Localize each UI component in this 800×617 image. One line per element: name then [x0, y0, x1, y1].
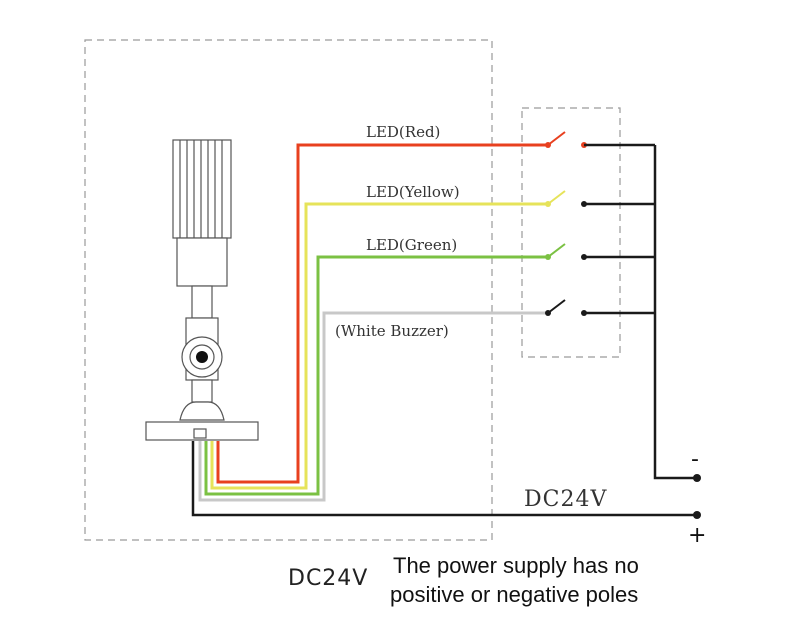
wire-common — [191, 441, 697, 517]
switch-enclosure — [521, 107, 621, 358]
wire-white — [198, 311, 548, 502]
bus-negative — [653, 145, 697, 480]
note-line-1: The power supply has no — [393, 553, 639, 578]
label-minus: - — [691, 447, 699, 472]
label-dc-outer: DC24V — [288, 566, 368, 591]
terminal-negative — [693, 474, 701, 482]
wire-green — [204, 255, 548, 496]
label-led-red: LED(Red) — [366, 123, 440, 141]
note-line-2: positive or negative poles — [390, 582, 638, 607]
wire-red — [216, 143, 548, 484]
wire-yellow — [210, 202, 548, 490]
terminal-positive — [693, 511, 701, 519]
device-enclosure — [84, 39, 493, 541]
switch-icon — [545, 131, 655, 316]
label-plus: + — [688, 523, 706, 548]
label-led-yellow: LED(Yellow) — [366, 183, 460, 201]
label-white-buzzer: (White Buzzer) — [335, 322, 449, 340]
signal-tower-icon — [145, 139, 259, 441]
label-dc-inner: DC24V — [524, 487, 607, 512]
label-led-green: LED(Green) — [366, 236, 457, 254]
